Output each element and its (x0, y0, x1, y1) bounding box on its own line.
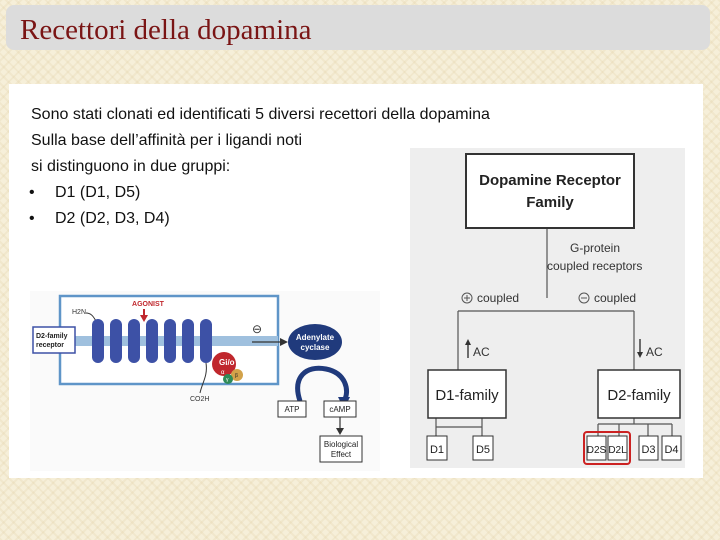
helix-1 (92, 319, 104, 363)
slide-title: Recettori della dopamina (20, 14, 312, 46)
effect-label-line1: Biological (324, 440, 358, 449)
root-node: Dopamine Receptor Family (465, 153, 635, 229)
effect-label-line2: Effect (331, 450, 352, 459)
receptor-label-line1: D2-family (36, 333, 68, 340)
bullet-text-d1: D1 (D1, D5) (55, 184, 141, 201)
leaf-d3: D3 (638, 435, 659, 461)
bullet-icon: • (29, 210, 35, 227)
intro-line-2: Sulla base dell’affinità per i ligandi n… (31, 132, 302, 149)
g-gamma-subunit (223, 374, 233, 384)
intro-line-3: si distinguono in due gruppi: (31, 158, 231, 175)
biological-effect-box: Biological Effect (319, 435, 363, 463)
effect-arrow-icon (336, 428, 344, 435)
leaf-d2s: D2S (586, 435, 607, 461)
agonist-arrow-icon (140, 315, 148, 322)
leaf-d5-label: D5 (476, 444, 490, 456)
left-ac-label: AC (473, 345, 490, 359)
helix-5 (164, 319, 176, 363)
left-ac: AC (465, 339, 490, 359)
intro-text: Sono stati clonati ed identificati 5 div… (31, 102, 490, 180)
g-alpha-subunit (212, 352, 236, 376)
right-coupled-label: coupled (594, 291, 636, 305)
atp-label: ATP (285, 405, 300, 414)
title-bar: Recettori della dopamina (6, 5, 710, 50)
right-ac: AC (637, 339, 663, 359)
leaf-d2l: D2L (607, 435, 628, 461)
leaf-d3-label: D3 (641, 444, 655, 456)
root-label-line1: Dopamine Receptor (479, 172, 621, 189)
helix-3 (128, 319, 140, 363)
helix-2 (110, 319, 122, 363)
receptor-label-line2: receptor (36, 342, 64, 349)
enzyme-label-line1: Adenylate (296, 333, 335, 342)
helix-6 (182, 319, 194, 363)
h2n-label: H2N (72, 309, 86, 316)
camp-label: cAMP (329, 405, 350, 414)
alpha-label: α (221, 370, 225, 376)
enzyme-label-line2: cyclase (301, 343, 330, 352)
receptor-helices (92, 319, 212, 363)
atp-box: ATP (277, 400, 307, 418)
d2-family-node: D2-family (597, 369, 681, 419)
helix-4 (146, 319, 158, 363)
gprotein-label-line1: G-protein (570, 241, 620, 255)
co2h-label: CO2H (190, 396, 209, 403)
gprotein-label-line2: coupled receptors (547, 259, 642, 273)
left-coupled: coupled (461, 291, 519, 305)
right-ac-label: AC (646, 345, 663, 359)
g-beta-subunit (231, 369, 243, 381)
inhibition-arrow-icon (280, 338, 288, 346)
d1-family-label: D1-family (435, 387, 499, 404)
leaf-d1: D1 (426, 435, 448, 461)
bullet-text-d2: D2 (D2, D3, D4) (55, 210, 170, 227)
bullet-item-d1: • D1 (D1, D5) (29, 180, 170, 206)
beta-label: β (235, 373, 238, 379)
leaf-d4-label: D4 (664, 444, 678, 456)
d2-isoform-highlight (583, 431, 631, 465)
root-label-line2: Family (526, 194, 574, 211)
left-coupled-label: coupled (477, 291, 519, 305)
bullet-list: • D1 (D1, D5) • D2 (D2, D3, D4) (29, 180, 170, 232)
adenylate-cyclase: Adenylate cyclase (288, 324, 342, 360)
d1-family-node: D1-family (427, 369, 507, 419)
intro-line-1: Sono stati clonati ed identificati 5 div… (31, 106, 490, 123)
receptor-label: D2-family receptor (32, 326, 76, 354)
signaling-diagram: AGONIST H2N CO2H Gi/o α β γ D2-family (30, 291, 380, 471)
bullet-icon: • (29, 184, 35, 201)
family-tree-diagram: Dopamine Receptor Family G-protein coupl… (410, 148, 685, 468)
agonist-label: AGONIST (132, 301, 165, 308)
d2-family-label: D2-family (607, 387, 671, 404)
helix-7 (200, 319, 212, 363)
bullet-item-d2: • D2 (D2, D3, D4) (29, 206, 170, 232)
conversion-arrow (295, 365, 350, 403)
inhibition-icon: ⊖ (252, 322, 262, 336)
gamma-label: γ (226, 377, 229, 383)
right-coupled: coupled (578, 291, 636, 305)
leaf-d5: D5 (472, 435, 494, 461)
g-protein-label: Gi/o (219, 358, 235, 367)
leaf-d2l-label: D2L (608, 445, 627, 456)
leaf-d2s-label: D2S (587, 445, 607, 456)
leaf-d4: D4 (661, 435, 682, 461)
leaf-d1-label: D1 (430, 444, 444, 456)
g-protein: Gi/o α β γ (212, 352, 243, 384)
camp-box: cAMP (323, 400, 357, 418)
slide-content: Sono stati clonati ed identificati 5 div… (9, 84, 703, 478)
